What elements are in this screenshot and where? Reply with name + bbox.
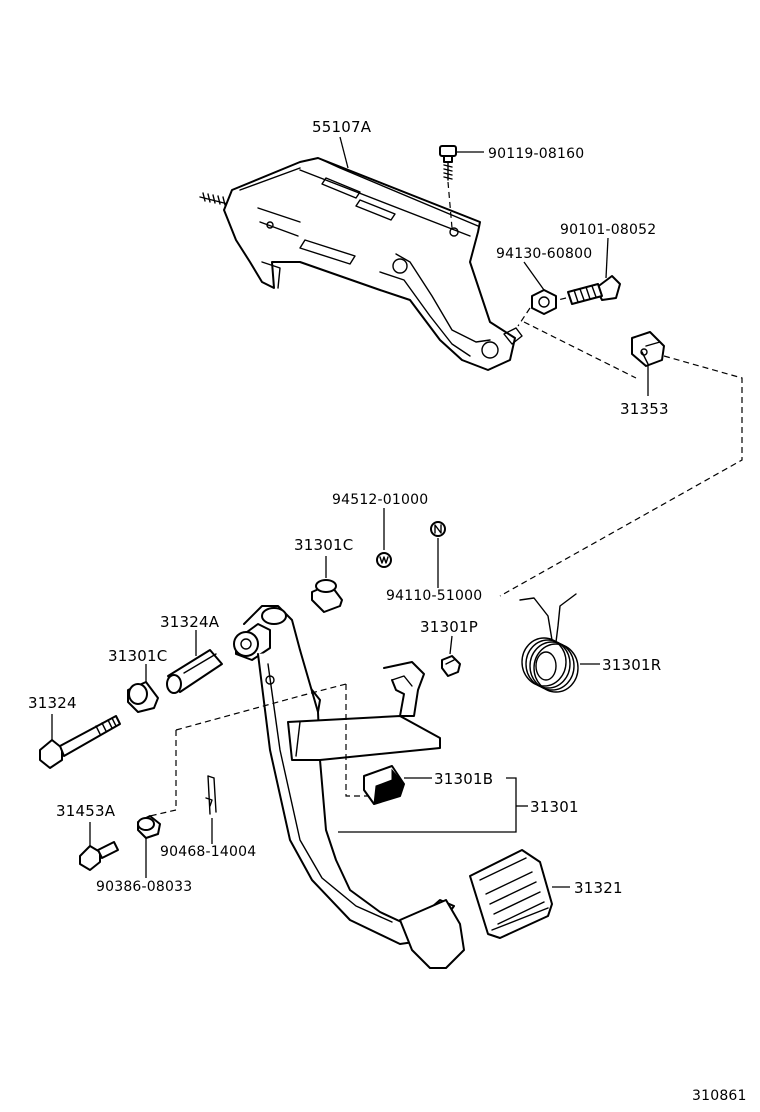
label-94512-01000: 94512-01000 bbox=[332, 492, 428, 508]
washer-94512-01000 bbox=[376, 508, 392, 568]
label-31301: 31301 bbox=[530, 798, 579, 816]
nut-94130-60800 bbox=[517, 289, 557, 327]
bushing-31301p bbox=[441, 635, 461, 677]
pin-31453a bbox=[79, 822, 119, 871]
pedal-assembly-31301 bbox=[149, 605, 465, 969]
label-90119-08160: 90119-08160 bbox=[488, 146, 584, 162]
label-55107a: 55107A bbox=[312, 118, 372, 136]
nut-94110-51000 bbox=[430, 521, 446, 588]
label-31453a: 31453A bbox=[56, 802, 116, 820]
bolt-90101-08052 bbox=[557, 275, 621, 305]
label-31353: 31353 bbox=[620, 400, 669, 418]
label-90386-08033: 90386-08033 bbox=[96, 879, 192, 895]
label-94130-60800: 94130-60800 bbox=[496, 246, 592, 262]
label-31301c-upper: 31301C bbox=[294, 536, 353, 554]
collar-31324a bbox=[166, 630, 223, 694]
label-31324a: 31324A bbox=[160, 613, 220, 631]
label-31301r: 31301R bbox=[602, 656, 661, 674]
label-94110-51000: 94110-51000 bbox=[386, 588, 482, 604]
bushing-31301c-lower bbox=[127, 664, 159, 713]
dashed-leader-spring bbox=[499, 321, 743, 597]
figure-number: 310861 bbox=[692, 1088, 747, 1104]
stopper-31301b bbox=[363, 765, 405, 805]
label-31301p: 31301P bbox=[420, 618, 478, 636]
return-spring-31301r bbox=[519, 593, 600, 693]
label-31301b: 31301B bbox=[434, 770, 493, 788]
bushing-90386-08033 bbox=[137, 815, 161, 878]
label-31301c-lower: 31301C bbox=[108, 647, 167, 665]
part-labels: 55107A 90119-08160 90101-08052 94130-608… bbox=[28, 118, 747, 1104]
label-90101-08052: 90101-08052 bbox=[560, 222, 656, 238]
label-31321: 31321 bbox=[574, 879, 623, 897]
clip-90468-14004 bbox=[205, 775, 217, 844]
bolt-90119-08160 bbox=[439, 145, 457, 229]
leader-lines bbox=[338, 136, 649, 833]
label-31324: 31324 bbox=[28, 694, 77, 712]
pedal-pad-31321 bbox=[469, 849, 570, 939]
bolt-31324 bbox=[39, 714, 121, 769]
label-90468-14004: 90468-14004 bbox=[160, 844, 256, 860]
cushion-31353 bbox=[631, 331, 665, 367]
bushing-31301c-upper bbox=[311, 556, 343, 613]
pedal-support-bracket bbox=[199, 157, 523, 371]
